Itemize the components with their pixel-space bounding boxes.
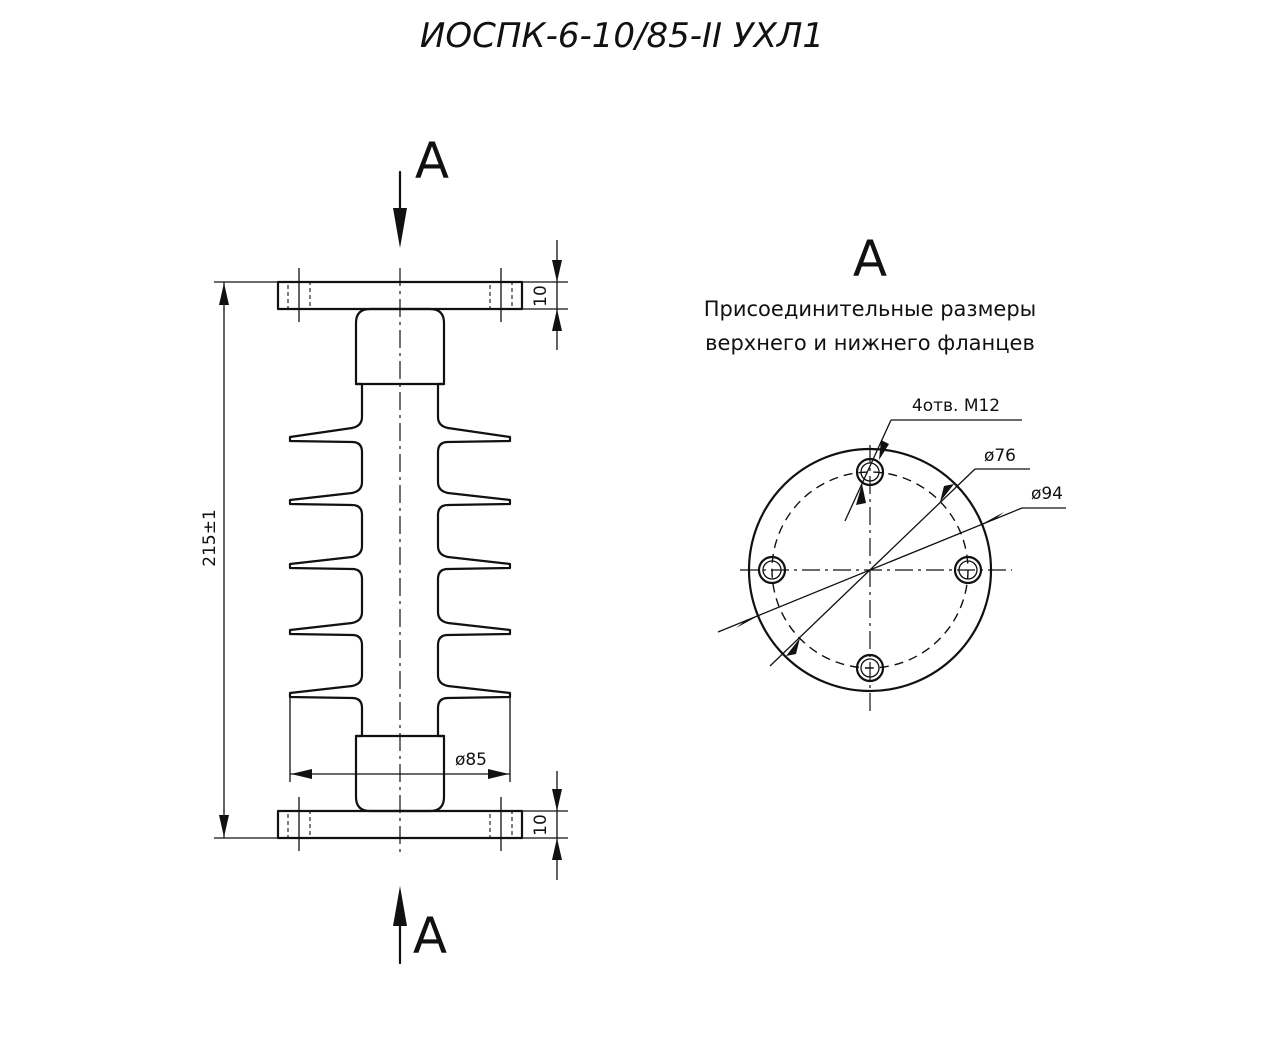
holes-leader bbox=[844, 419, 1022, 522]
bolt-hole-top bbox=[855, 457, 885, 487]
top-thickness-label: 10 bbox=[531, 285, 551, 307]
section-view-letter: А bbox=[853, 230, 887, 288]
bolt-hole-left bbox=[757, 555, 787, 585]
bolt-circle-diameter-dimension bbox=[769, 468, 1030, 667]
drawing-title: ИОСПК-6-10/85-II УХЛ1 bbox=[420, 16, 824, 56]
shed-diameter-dimension bbox=[289, 697, 511, 782]
flange-diameter-label: ø94 bbox=[1031, 484, 1063, 504]
shed-diameter-label: ø85 bbox=[455, 750, 487, 770]
bottom-thickness-label: 10 bbox=[531, 814, 551, 836]
section-mark-top: А bbox=[415, 132, 449, 190]
section-arrow-top bbox=[393, 170, 407, 248]
top-thickness-dimension bbox=[522, 240, 568, 350]
holes-label: 4отв. М12 bbox=[912, 396, 1000, 416]
section-arrow-bottom bbox=[393, 886, 407, 965]
bolt-holes bbox=[757, 457, 983, 683]
bottom-thickness-dimension bbox=[522, 771, 568, 880]
bolt-hole-bottom bbox=[855, 653, 885, 683]
section-caption-line2: верхнего и нижнего фланцев bbox=[705, 331, 1035, 355]
flange-diameter-dimension bbox=[717, 507, 1066, 633]
bolt-circle-label: ø76 bbox=[984, 446, 1016, 466]
section-mark-bottom: А bbox=[413, 907, 447, 965]
side-view: А А bbox=[200, 132, 568, 965]
bolt-hole-right bbox=[953, 555, 983, 585]
insulator-body bbox=[288, 307, 512, 813]
section-caption-line1: Присоединительные размеры bbox=[704, 297, 1037, 321]
section-view: А Присоединительные размеры верхнего и н… bbox=[704, 230, 1066, 712]
height-dimension bbox=[214, 281, 278, 839]
height-label: 215±1 bbox=[200, 509, 220, 567]
